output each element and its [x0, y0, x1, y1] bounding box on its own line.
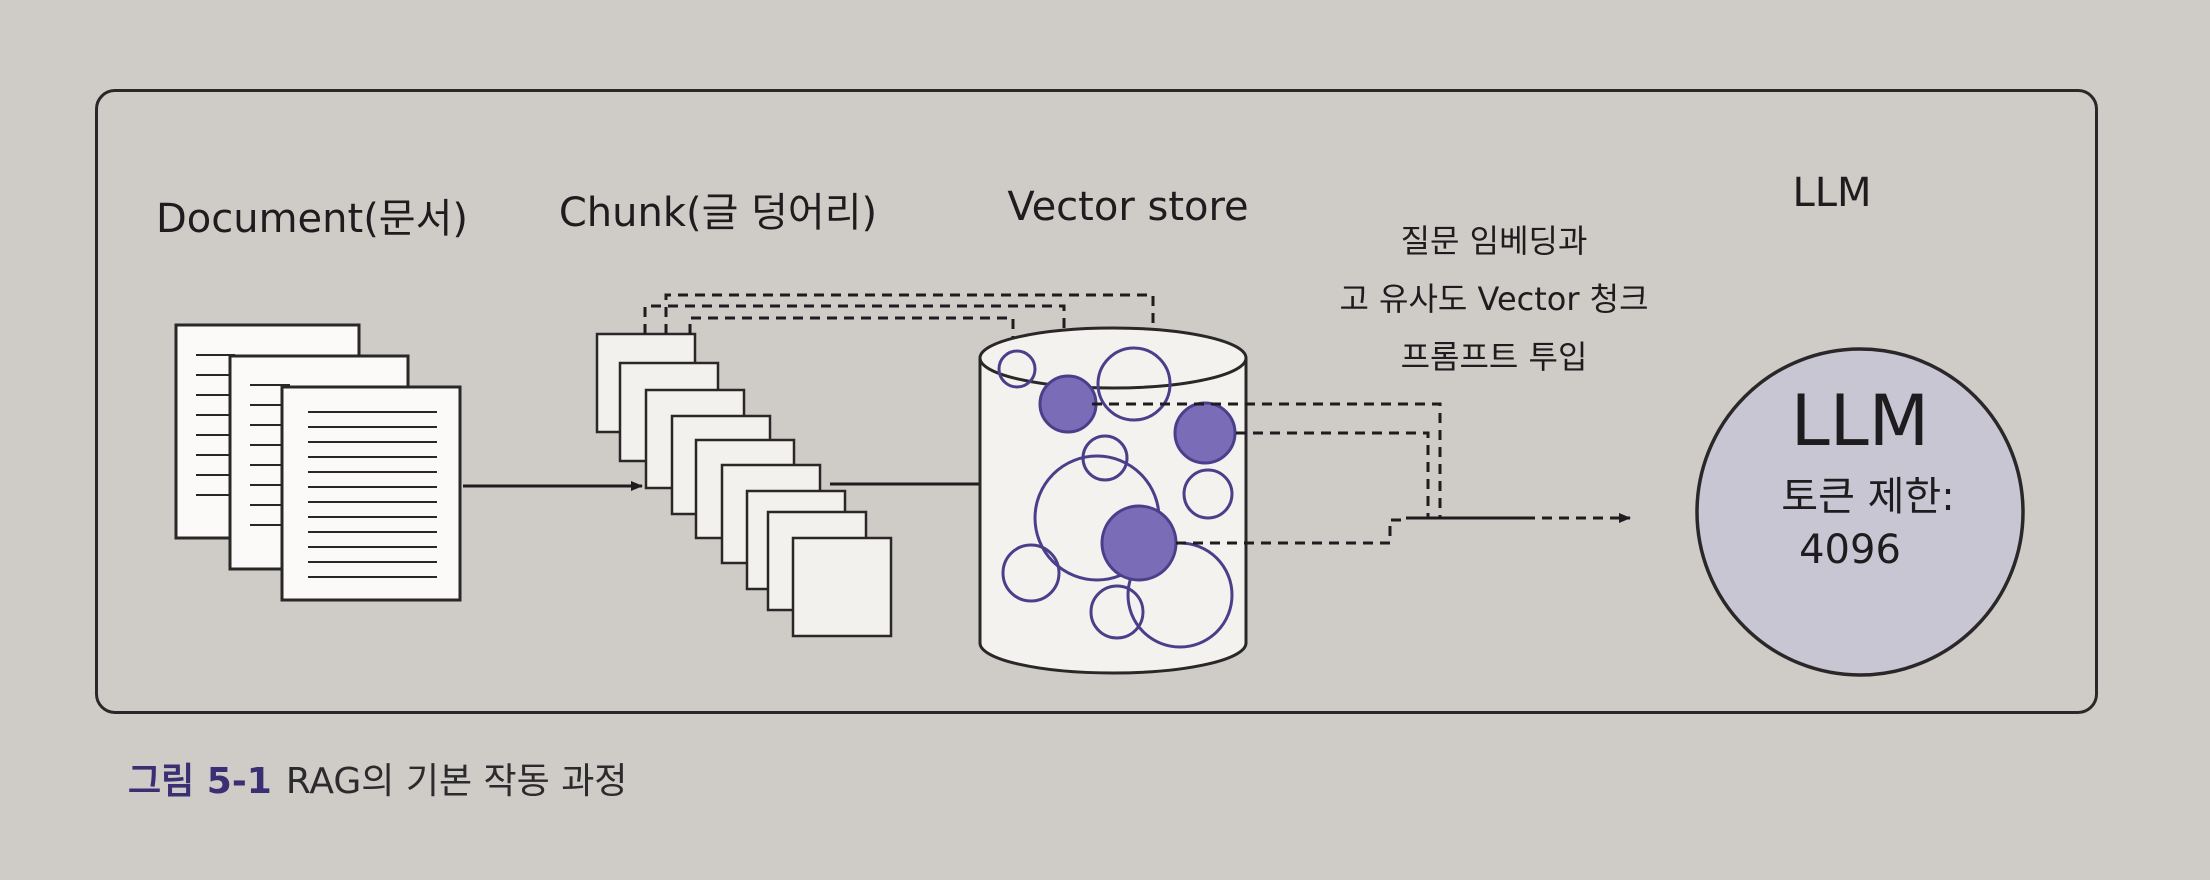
embedding-circle — [1001, 543, 1061, 603]
document-page — [280, 385, 462, 602]
embedding-circle — [1182, 468, 1234, 520]
figure-caption: 그림 5-1 RAG의 기본 작동 과정 — [128, 752, 627, 804]
document-title: Document(문서) — [156, 196, 468, 242]
embedding-circle — [997, 349, 1037, 389]
embedding-points — [997, 346, 1237, 649]
token-limit-value: 4096 — [1799, 527, 1901, 573]
retrieval-note-line: 프롬프트 투입 — [1401, 338, 1588, 376]
llm-circle-title: LLM — [1791, 380, 1929, 462]
chunk-card — [791, 536, 893, 638]
diagram-frame — [95, 89, 2098, 714]
vector-store-title: Vector store — [1007, 184, 1248, 230]
chunk-stack-icon — [595, 332, 893, 638]
llm-title: LLM — [1792, 170, 1871, 216]
llm-circle-icon: LLM 토큰 제한: 4096 — [1695, 347, 2025, 677]
retrieval-note: 질문 임베딩과 고 유사도 Vector 청크 프롬프트 투입 — [1339, 222, 1648, 376]
figure-caption-text: RAG의 기본 작동 과정 — [285, 761, 628, 802]
vector-store-cylinder-icon — [978, 326, 1248, 675]
retrieval-note-line: 고 유사도 Vector 청크 — [1339, 280, 1648, 318]
embedding-circle — [1089, 584, 1145, 640]
token-limit-label: 토큰 제한: — [1781, 474, 1954, 520]
retrieval-note-line: 질문 임베딩과 — [1401, 222, 1588, 260]
document-stack-icon — [174, 323, 462, 602]
embedding-circle-highlighted — [1100, 504, 1178, 582]
embedding-circle-highlighted — [1038, 374, 1098, 434]
chunk-title: Chunk(글 덩어리) — [559, 190, 877, 236]
store-to-llm-dashed-lines — [1092, 402, 1442, 545]
embedding-circle-highlighted — [1173, 401, 1237, 465]
figure-number: 그림 5-1 — [128, 761, 272, 802]
embedding-circle — [1096, 346, 1172, 422]
